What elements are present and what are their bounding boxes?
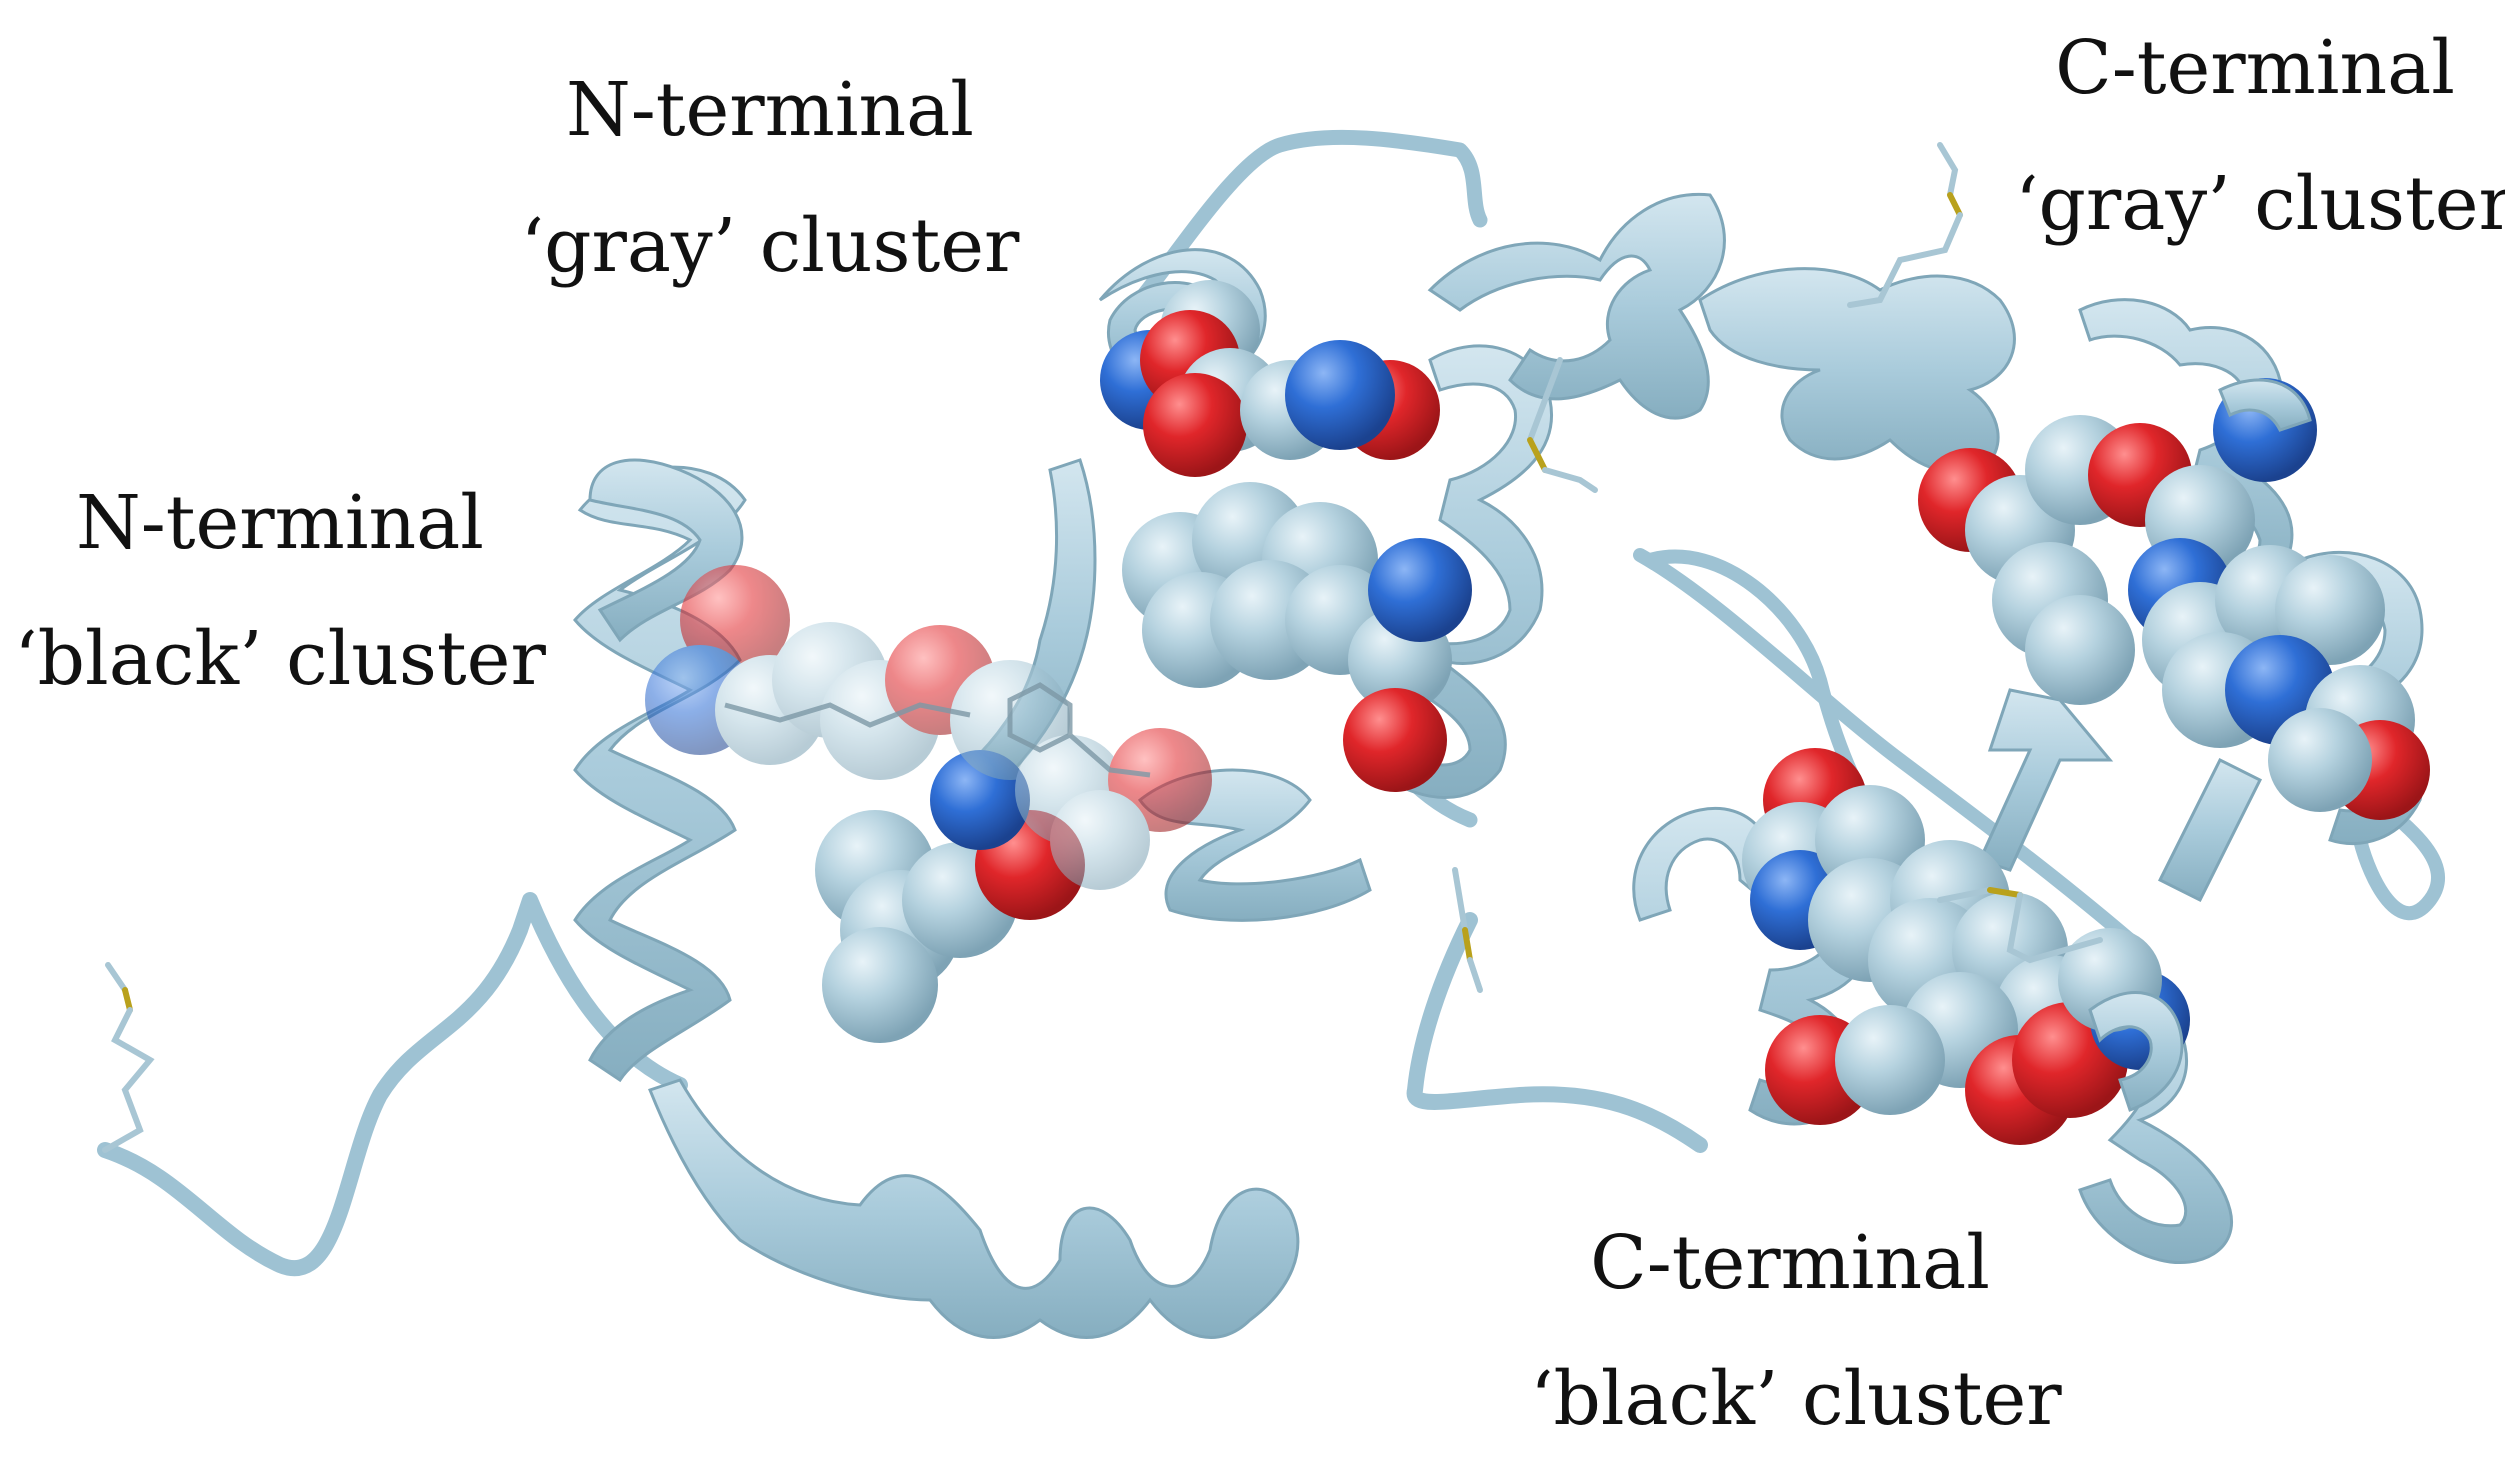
stick-central-loop <box>1452 867 1483 993</box>
label-c-black-line2: ‘black’ cluster <box>1530 1356 2062 1442</box>
label-c-terminal-gray-cluster: C-terminal ‘gray’ cluster <box>2015 0 2505 272</box>
label-c-gray-line2: ‘gray’ cluster <box>2015 161 2505 247</box>
foreground-ribbons <box>2088 378 2312 1112</box>
label-n-black-line2: ‘black’ cluster <box>14 616 546 702</box>
label-n-black-line1: N-terminal <box>76 480 484 566</box>
helix-bottom-horizontal <box>648 1078 1300 1339</box>
label-c-gray-line1: C-terminal <box>2055 25 2455 111</box>
stick-center-right <box>1527 357 1598 493</box>
n-terminal-tail <box>97 892 688 1276</box>
label-n-terminal-black-cluster: N-terminal ‘black’ cluster <box>10 455 550 727</box>
helix-c-gray-top <box>1698 267 2016 475</box>
atoms-c-gray-cluster <box>1918 378 2430 820</box>
label-c-terminal-black-cluster: C-terminal ‘black’ cluster <box>1530 1195 2062 1467</box>
label-c-black-line1: C-terminal <box>1590 1220 1990 1306</box>
thin-strand <box>1633 548 2137 947</box>
helix-top-middle <box>1427 192 1726 420</box>
beta-strand-right <box>2157 757 2263 903</box>
stick-sidechains <box>102 142 2103 1153</box>
stick-c-black <box>1937 887 2103 964</box>
label-n-terminal-gray-cluster: N-terminal ‘gray’ cluster <box>520 42 1020 314</box>
stick-top-middle <box>1847 142 1963 308</box>
atoms-n-black-cluster <box>645 565 1212 1043</box>
atoms-n-gray-cluster <box>1100 280 1472 792</box>
label-n-gray-line1: N-terminal <box>566 67 974 153</box>
label-n-gray-line2: ‘gray’ cluster <box>520 203 1020 289</box>
helix-n-black-top <box>588 458 744 643</box>
helix-c-black-front <box>2088 991 2184 1112</box>
central-loop <box>1406 912 1708 1153</box>
helix-c-gray-front <box>2218 378 2312 432</box>
beta-arrow-c-gray <box>1977 688 2114 872</box>
stick-n-tail <box>102 962 155 1153</box>
